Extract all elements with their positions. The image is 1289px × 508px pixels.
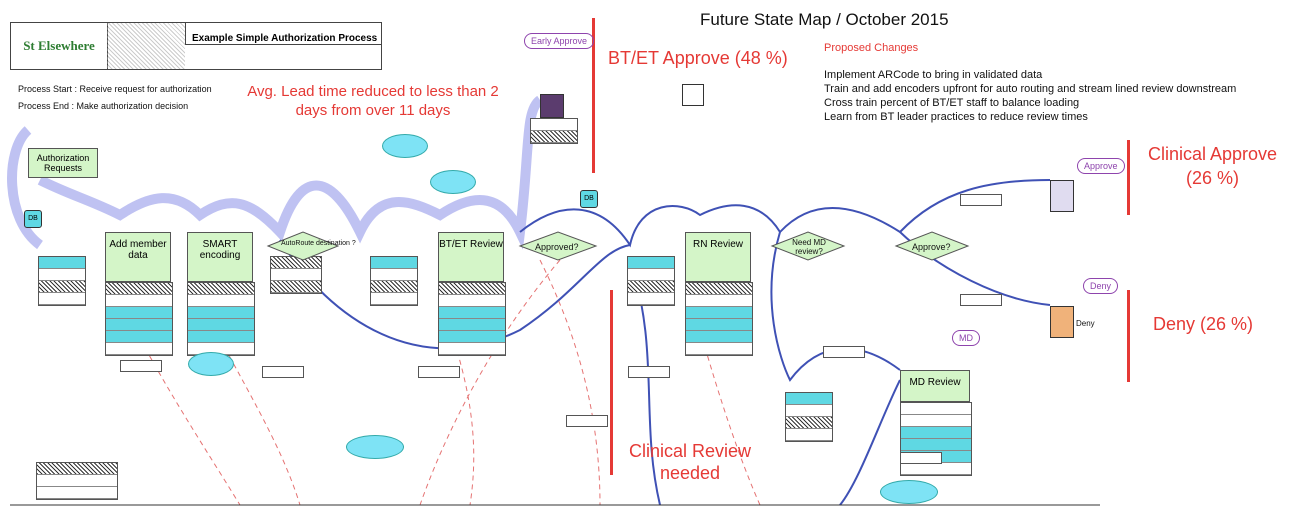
queue-table bbox=[785, 392, 833, 442]
info-table bbox=[530, 118, 578, 144]
need-md-label: Need MD review? bbox=[792, 238, 826, 256]
kaizen-cloud bbox=[188, 352, 234, 376]
approved-label: Approved? bbox=[535, 242, 579, 252]
proposed-change-item: Cross train percent of BT/ET staff to ba… bbox=[824, 97, 1080, 109]
note-label bbox=[960, 194, 1002, 206]
note-label bbox=[628, 366, 670, 378]
process-title: Example Simple Authorization Process bbox=[185, 23, 381, 45]
process-end: Process End : Make authorization decisio… bbox=[18, 101, 189, 111]
btet-review-step: BT/ET Review bbox=[438, 232, 504, 282]
note-label bbox=[262, 366, 304, 378]
legend-table bbox=[36, 462, 118, 500]
authorization-requests-label: Authorization Requests bbox=[36, 153, 90, 173]
md-review-label: MD Review bbox=[909, 377, 961, 388]
note-label bbox=[566, 415, 608, 427]
data-box-icon bbox=[682, 84, 704, 106]
proposed-changes-list: Implement ARCode to bring in validated d… bbox=[824, 68, 1236, 124]
divider-deny bbox=[1127, 290, 1130, 382]
queue-table bbox=[38, 256, 86, 306]
proposed-change-item: Train and add encoders upfront for auto … bbox=[824, 83, 1237, 95]
add-member-step: Add member data bbox=[105, 232, 171, 282]
approve-tag: Approve bbox=[1077, 158, 1125, 174]
divider-btet bbox=[592, 18, 595, 173]
note-label bbox=[960, 294, 1002, 306]
title-block-fill bbox=[107, 23, 185, 69]
add-member-data-table bbox=[105, 282, 173, 356]
kaizen-cloud bbox=[430, 170, 476, 194]
clinical-review-callout: Clinical Review needed bbox=[628, 441, 752, 483]
divider-approve bbox=[1127, 140, 1130, 215]
approve-icon bbox=[1050, 180, 1074, 212]
add-member-label: Add member data bbox=[109, 239, 167, 261]
database-icon: DB bbox=[24, 210, 42, 228]
clinical-approve-callout: Clinical Approve (26 %) bbox=[1147, 144, 1278, 188]
proposed-changes-heading: Proposed Changes bbox=[824, 42, 919, 54]
divider-clinical bbox=[610, 290, 613, 475]
kaizen-cloud bbox=[382, 134, 428, 158]
btet-approve-callout: BT/ET Approve (48 %) bbox=[608, 48, 788, 68]
kaizen-cloud bbox=[346, 435, 404, 459]
rn-review-label: RN Review bbox=[692, 239, 743, 250]
early-approve-icon bbox=[540, 94, 564, 118]
deny-tag: Deny bbox=[1083, 278, 1119, 294]
btet-review-label: BT/ET Review bbox=[439, 239, 503, 250]
note-label bbox=[900, 452, 942, 464]
rn-review-step: RN Review bbox=[685, 232, 751, 282]
queue-table bbox=[370, 256, 418, 306]
proposed-change-item: Learn from BT leader practices to reduce… bbox=[824, 111, 1088, 123]
page-title: Future State Map / October 2015 bbox=[700, 10, 949, 29]
deny-icon bbox=[1050, 306, 1074, 338]
db-label: DB bbox=[28, 215, 38, 222]
database-icon: DB bbox=[580, 190, 598, 208]
proposed-change-item: Implement ARCode to bring in validated d… bbox=[824, 69, 1043, 81]
approve-q-label: Approve? bbox=[912, 242, 951, 252]
smart-encoding-step: SMART encoding bbox=[187, 232, 253, 282]
btet-review-data-table bbox=[438, 282, 506, 356]
md-tag: MD bbox=[952, 330, 980, 346]
note-label bbox=[120, 360, 162, 372]
process-start: Process Start : Receive request for auth… bbox=[18, 84, 212, 94]
info-table bbox=[270, 256, 322, 294]
db-label: DB bbox=[584, 195, 594, 202]
kaizen-cloud bbox=[880, 480, 938, 504]
authorization-requests: Authorization Requests bbox=[28, 148, 98, 178]
autoroute-label: AutoRoute destination ? bbox=[281, 240, 356, 247]
smart-encoding-label: SMART encoding bbox=[199, 239, 241, 261]
lead-time-callout: Avg. Lead time reduced to less than 2 da… bbox=[247, 83, 499, 119]
rn-review-data-table bbox=[685, 282, 753, 356]
deny-box-label: Deny bbox=[1076, 319, 1095, 328]
note-label bbox=[418, 366, 460, 378]
title-block: St Elsewhere Example Simple Authorizatio… bbox=[10, 22, 382, 70]
deny-callout: Deny (26 %) bbox=[1153, 314, 1254, 334]
md-review-step: MD Review bbox=[900, 370, 970, 402]
queue-table bbox=[627, 256, 675, 306]
early-approve-tag: Early Approve bbox=[524, 33, 595, 49]
note-label bbox=[823, 346, 865, 358]
org-name: St Elsewhere bbox=[11, 23, 108, 69]
